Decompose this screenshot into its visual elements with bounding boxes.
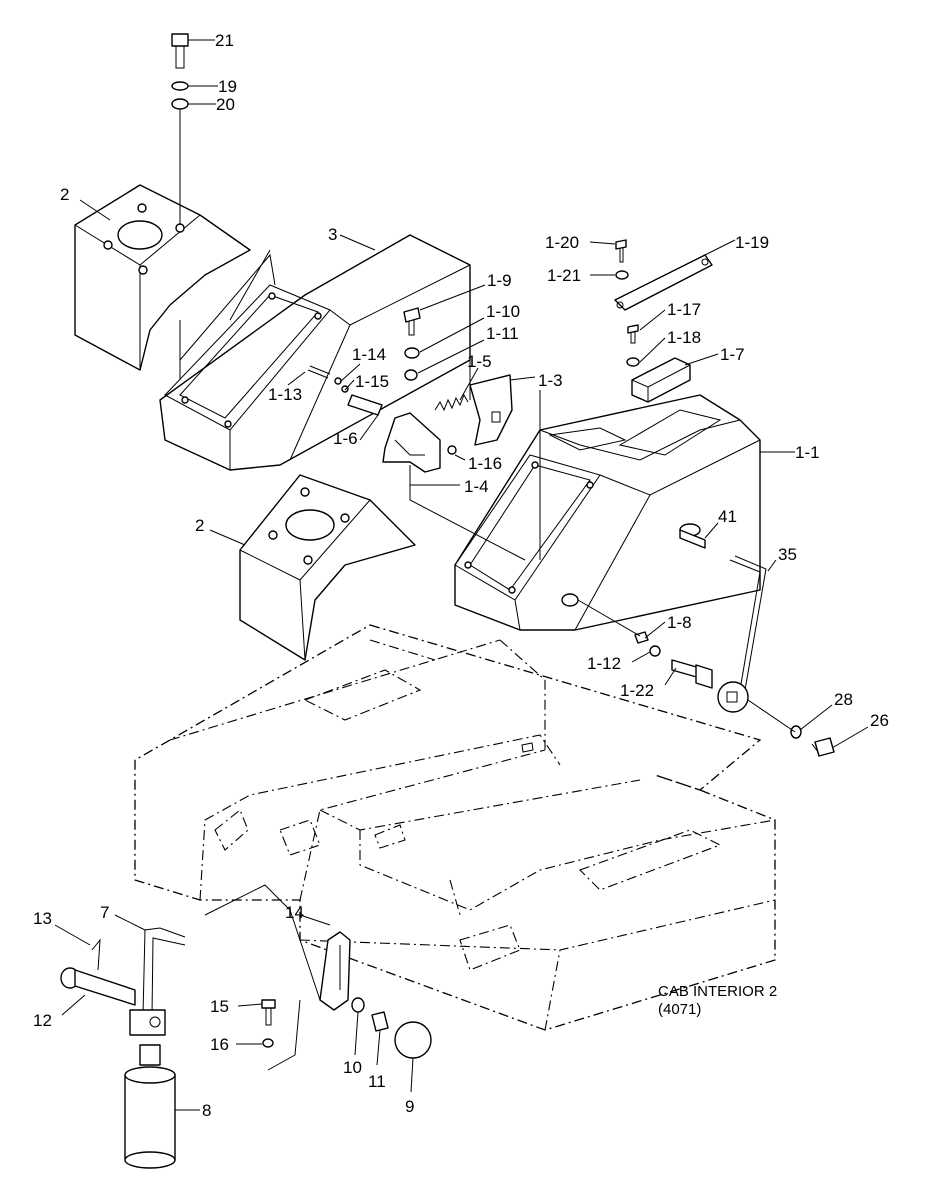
callout-label: 1-19 (735, 233, 769, 252)
console-left (159, 234, 471, 471)
callout-label: 1-4 (464, 477, 489, 496)
callout-label: 14 (285, 903, 304, 922)
cover-lower (239, 474, 416, 661)
callout-label: 1-3 (538, 371, 563, 390)
callout-label: 1-6 (333, 429, 358, 448)
callout-label: 28 (834, 690, 853, 709)
callout-label: 1-14 (352, 345, 386, 364)
callout-label: 7 (100, 903, 109, 922)
top-bolt-stack (171, 33, 189, 225)
callout-label: 35 (778, 545, 797, 564)
callout-labels: 21 19 20 2 3 1-9 1-10 1-11 1-5 1-14 1-15… (33, 31, 889, 1120)
callout-label: 11 (368, 1072, 386, 1091)
callout-label: 1-7 (720, 345, 745, 364)
callout-label: 1-20 (545, 233, 579, 252)
console-right (454, 394, 761, 631)
callout-label: 1-13 (268, 385, 302, 404)
callout-label: 1-17 (667, 300, 701, 319)
callout-label: 21 (215, 31, 234, 50)
callout-label: 3 (328, 225, 337, 244)
caption-title: CAB INTERIOR 2 (658, 983, 777, 1000)
callout-label: 16 (210, 1035, 229, 1054)
callout-label: 1-18 (667, 328, 701, 347)
callout-label: 1-11 (486, 324, 519, 343)
hardware-bottom-left (60, 927, 432, 1169)
callout-label: 1-15 (355, 372, 389, 391)
cover-upper (74, 184, 251, 371)
callout-label: 41 (718, 507, 737, 526)
callout-label: 1-12 (587, 654, 621, 673)
callout-label: 2 (195, 516, 204, 535)
callout-label: 19 (218, 77, 237, 96)
callout-label: 1-22 (620, 681, 654, 700)
caption-code: (4071) (658, 1001, 701, 1018)
callout-label: 26 (870, 711, 889, 730)
callout-label: 2 (60, 185, 69, 204)
callout-label: 15 (210, 997, 229, 1016)
callout-label: 1-10 (486, 302, 520, 321)
callout-label: 1-21 (547, 266, 581, 285)
callout-label: 1-9 (487, 271, 512, 290)
cab-floor-outline (134, 624, 776, 1031)
callout-label: 1-5 (467, 352, 492, 371)
hardware-right (614, 239, 835, 757)
diagram-caption: CAB INTERIOR 2 (4071) (658, 983, 777, 1018)
callout-label: 13 (33, 909, 52, 928)
callout-label: 12 (33, 1011, 52, 1030)
callout-label: 1-1 (795, 443, 820, 462)
leader-lines (54, 39, 869, 1111)
callout-label: 10 (343, 1058, 362, 1077)
callout-label: 9 (405, 1097, 414, 1116)
lock-mechanism (307, 307, 513, 473)
callout-label: 20 (216, 95, 235, 114)
callout-label: 1-8 (667, 613, 692, 632)
callout-label: 8 (202, 1101, 211, 1120)
callout-label: 1-16 (468, 454, 502, 473)
